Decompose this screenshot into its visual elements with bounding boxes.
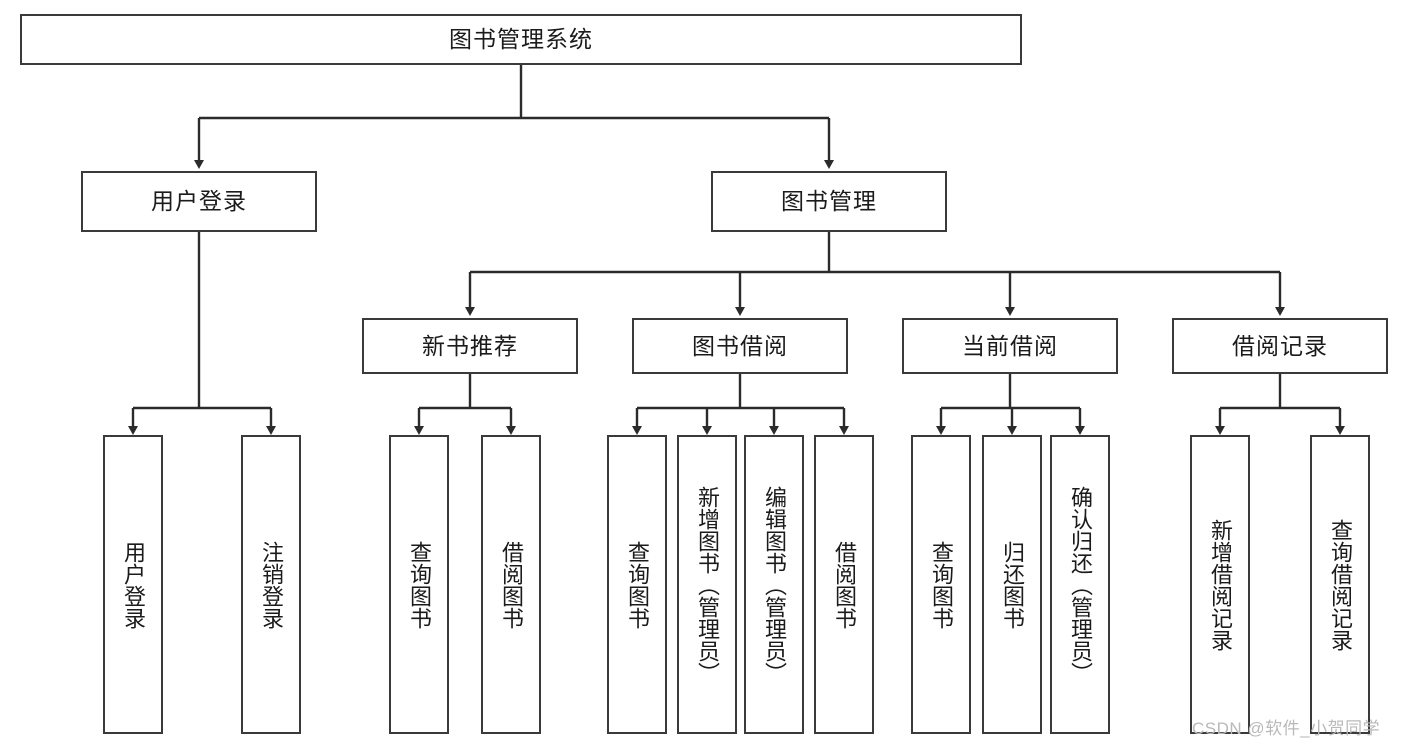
node-book-management[interactable]: 图书管理 <box>711 171 947 232</box>
node-leaf-label: 归还图书 <box>999 540 1025 629</box>
node-leaf-label: 查询借阅记录 <box>1327 518 1353 651</box>
node-leaf-user-login[interactable]: 用户登录 <box>103 435 163 734</box>
node-leaf-add-borrow-record[interactable]: 新增借阅记录 <box>1190 435 1250 734</box>
node-root-system[interactable]: 图书管理系统 <box>20 14 1022 65</box>
node-new-book-recommend[interactable]: 新书推荐 <box>362 318 578 374</box>
csdn-watermark: CSDN @软件_小贺同学 <box>1192 719 1381 738</box>
node-leaf-label: 新增借阅记录 <box>1207 518 1233 651</box>
node-leaf-borrow-book-a[interactable]: 借阅图书 <box>481 435 541 734</box>
node-leaf-label: 注销登录 <box>258 540 284 629</box>
node-leaf-query-book-b[interactable]: 查询图书 <box>607 435 667 734</box>
node-book-borrow-label: 图书借阅 <box>692 332 788 359</box>
node-book-management-label: 图书管理 <box>781 188 877 215</box>
node-leaf-label: 新增图书（管理员） <box>694 485 720 684</box>
node-leaf-add-book-admin[interactable]: 新增图书（管理员） <box>677 435 737 734</box>
node-leaf-query-book-c[interactable]: 查询图书 <box>911 435 971 734</box>
node-borrow-record[interactable]: 借阅记录 <box>1172 318 1388 374</box>
node-leaf-query-book-a[interactable]: 查询图书 <box>389 435 449 734</box>
node-leaf-label: 查询图书 <box>406 540 432 629</box>
node-current-borrow[interactable]: 当前借阅 <box>902 318 1118 374</box>
node-leaf-label: 用户登录 <box>120 540 146 629</box>
node-leaf-label: 借阅图书 <box>498 540 524 629</box>
node-current-borrow-label: 当前借阅 <box>962 332 1058 359</box>
node-leaf-label: 编辑图书（管理员） <box>761 485 787 684</box>
node-leaf-label: 借阅图书 <box>831 540 857 629</box>
node-leaf-logout[interactable]: 注销登录 <box>241 435 301 734</box>
node-leaf-edit-book-admin[interactable]: 编辑图书（管理员） <box>744 435 804 734</box>
node-leaf-borrow-book-b[interactable]: 借阅图书 <box>814 435 874 734</box>
node-leaf-label: 查询图书 <box>928 540 954 629</box>
node-book-borrow[interactable]: 图书借阅 <box>632 318 848 374</box>
node-leaf-label: 查询图书 <box>624 540 650 629</box>
node-leaf-confirm-return-admin[interactable]: 确认归还（管理员） <box>1050 435 1110 734</box>
node-borrow-record-label: 借阅记录 <box>1232 332 1328 359</box>
node-leaf-label: 确认归还（管理员） <box>1067 485 1093 684</box>
node-new-book-recommend-label: 新书推荐 <box>422 332 518 359</box>
node-user-login-label: 用户登录 <box>151 188 247 215</box>
node-leaf-return-book[interactable]: 归还图书 <box>982 435 1042 734</box>
node-user-login[interactable]: 用户登录 <box>81 171 317 232</box>
node-leaf-query-borrow-record[interactable]: 查询借阅记录 <box>1310 435 1370 734</box>
node-root-label: 图书管理系统 <box>449 26 593 53</box>
